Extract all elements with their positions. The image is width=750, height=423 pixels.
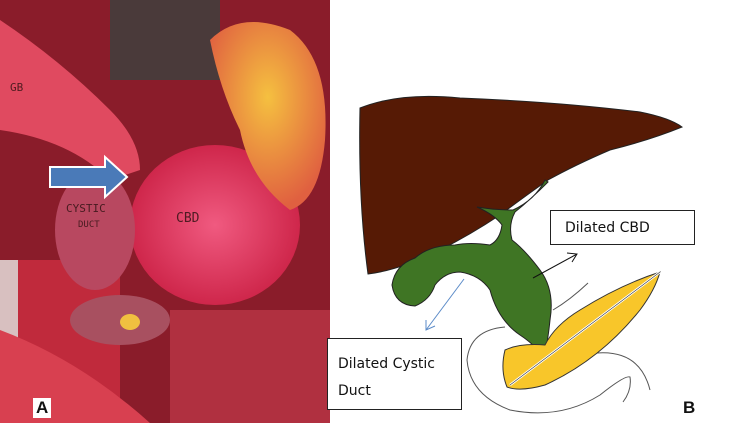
dilated-cbd-label: Dilated CBD (550, 210, 695, 245)
cystic-annotation-2: DUCT (78, 220, 100, 230)
dilated-cystic-duct-label: Dilated Cystic Duct (327, 338, 462, 410)
liver (359, 95, 684, 275)
biliary-tree (391, 179, 552, 353)
dilated-cystic-text-1: Dilated Cystic (338, 356, 436, 372)
cbd-pointer-arrow (532, 253, 578, 279)
cbd-tissue (130, 145, 300, 305)
cystic-pointer-arrow (425, 278, 465, 331)
duodenum (466, 326, 631, 414)
anatomy-diagram (359, 95, 684, 414)
dilated-cbd-text: Dilated CBD (565, 220, 650, 236)
fat-tissue (210, 22, 326, 210)
dilated-cystic-text-2: Duct (338, 383, 371, 399)
pointer-arrow (49, 154, 129, 200)
surgical-photo: GB CYSTIC DUCT CBD (0, 0, 330, 423)
cystic-annotation-1: CYSTIC (66, 202, 106, 215)
gallbladder-tissue (0, 20, 140, 180)
cbd-annotation: CBD (176, 211, 200, 226)
panel-a-letter: A (33, 398, 52, 418)
gb-annotation: GB (10, 81, 24, 94)
panel-b-letter: B (683, 398, 696, 417)
